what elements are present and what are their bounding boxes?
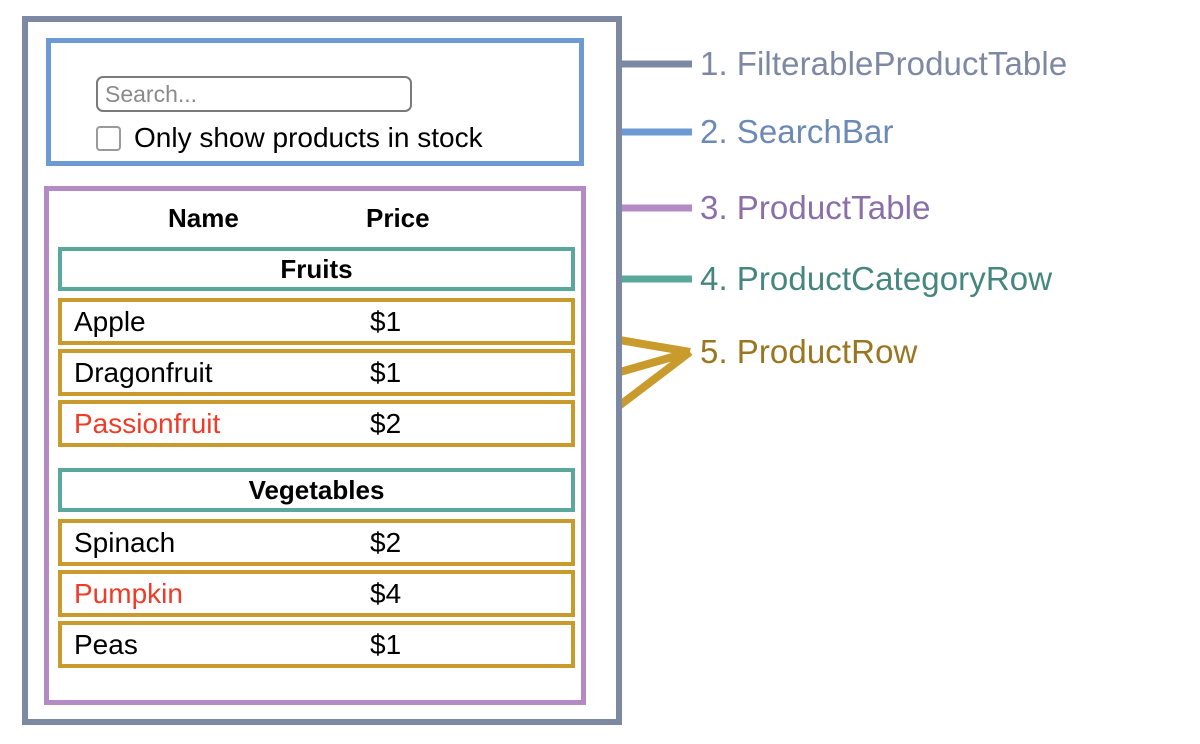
product-table-box: Name Price Fruits Apple $1 Dragonfruit $… xyxy=(44,186,586,705)
table-row[interactable]: Passionfruit $2 xyxy=(58,400,575,447)
product-category-label: Fruits xyxy=(280,254,353,284)
product-price: $2 xyxy=(370,526,402,558)
legend-number: 2. xyxy=(700,113,728,150)
product-category-label: Vegetables xyxy=(248,475,385,505)
product-category-row: Vegetables xyxy=(58,468,575,512)
in-stock-checkbox-row[interactable]: Only show products in stock xyxy=(96,124,483,152)
legend-label: ProductTable xyxy=(736,189,931,226)
column-header-price: Price xyxy=(366,203,430,233)
product-table: Name Price Fruits Apple $1 Dragonfruit $… xyxy=(49,191,581,700)
product-name: Spinach xyxy=(74,526,176,558)
legend-label: ProductRow xyxy=(736,333,918,370)
product-price: $1 xyxy=(370,356,402,388)
legend-number: 5. xyxy=(700,333,728,370)
product-price: $4 xyxy=(370,577,402,609)
product-name: Apple xyxy=(74,305,146,337)
table-row[interactable]: Spinach $2 xyxy=(58,519,575,566)
in-stock-checkbox[interactable] xyxy=(96,125,121,151)
search-input[interactable]: Search... xyxy=(96,76,412,112)
legend-item-search-bar: 2.SearchBar xyxy=(700,115,894,148)
table-row[interactable]: Apple $1 xyxy=(58,298,575,345)
legend-number: 3. xyxy=(700,189,728,226)
table-header-row: Name Price xyxy=(58,198,573,238)
legend-item-filterable-product-table: 1.FilterableProductTable xyxy=(700,47,1067,80)
column-header-name: Name xyxy=(168,203,239,233)
legend-label: SearchBar xyxy=(736,113,894,150)
product-price: $1 xyxy=(370,305,402,337)
legend-number: 1. xyxy=(700,45,728,82)
table-row[interactable]: Pumpkin $4 xyxy=(58,570,575,617)
table-row[interactable]: Peas $1 xyxy=(58,621,575,668)
product-name: Peas xyxy=(74,628,138,660)
product-name: Dragonfruit xyxy=(74,356,213,388)
product-name: Pumpkin xyxy=(74,577,183,609)
product-price: $2 xyxy=(370,407,402,439)
product-category-row: Fruits xyxy=(58,247,575,291)
in-stock-checkbox-label: Only show products in stock xyxy=(134,122,483,153)
table-row[interactable]: Dragonfruit $1 xyxy=(58,349,575,396)
search-bar-box: Search... Only show products in stock xyxy=(46,38,584,166)
product-price: $1 xyxy=(370,628,402,660)
legend-item-product-table: 3.ProductTable xyxy=(700,191,931,224)
legend-label: ProductCategoryRow xyxy=(736,260,1053,297)
legend-label: FilterableProductTable xyxy=(736,45,1068,82)
product-name: Passionfruit xyxy=(74,407,221,439)
legend-item-product-category-row: 4.ProductCategoryRow xyxy=(700,262,1052,295)
legend-number: 4. xyxy=(700,260,728,297)
legend-item-product-row: 5.ProductRow xyxy=(700,335,917,368)
